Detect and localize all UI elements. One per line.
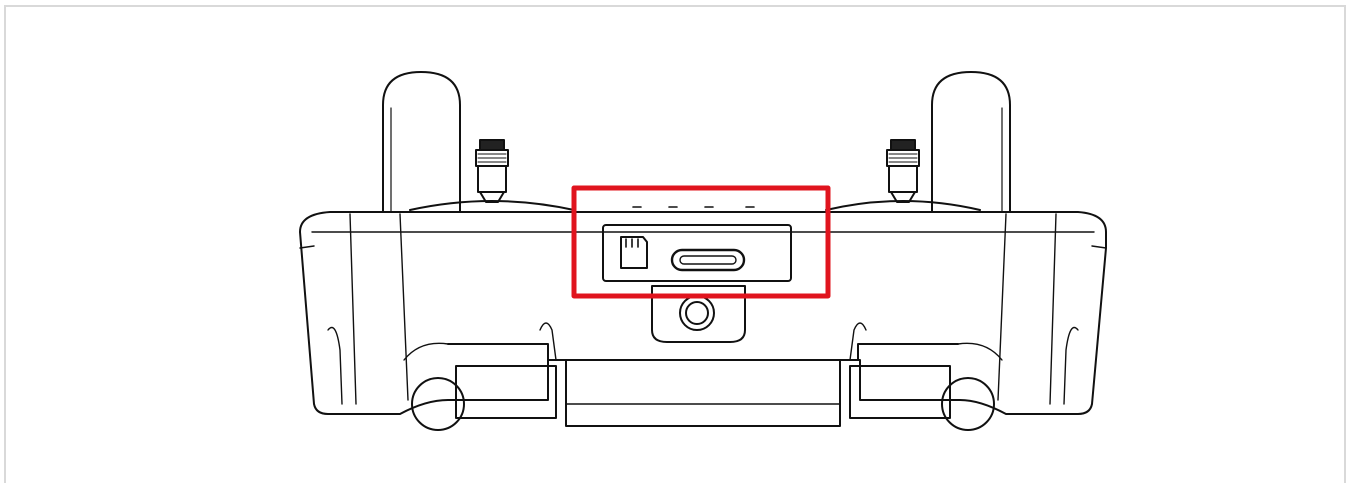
- figure-border: [4, 5, 1346, 483]
- antenna-left-icon: [382, 71, 461, 213]
- port-panel: [602, 224, 792, 282]
- antenna-right-icon: [931, 71, 1011, 213]
- bottom-tray: [565, 359, 841, 427]
- highlight-box: [571, 185, 831, 299]
- joystick-left-icon: [409, 139, 575, 211]
- joystick-right-icon: [825, 139, 981, 211]
- usb-c-port-icon: [670, 248, 746, 272]
- handle-right-icon: [849, 322, 1003, 431]
- controller-body: [299, 211, 1107, 415]
- handle-left-icon: [403, 322, 557, 431]
- microsd-card-slot-icon: [620, 236, 648, 269]
